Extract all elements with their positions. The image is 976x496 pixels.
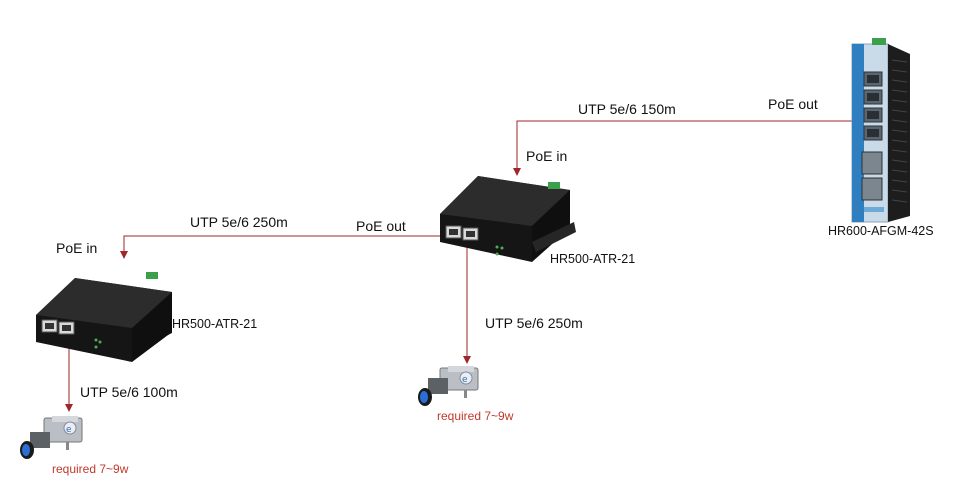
industrial-switch bbox=[851, 38, 910, 223]
camera-middle: e bbox=[418, 366, 479, 406]
switch-poe-out-label: PoE out bbox=[768, 96, 818, 112]
svg-text:e: e bbox=[66, 425, 72, 435]
link-ext1-cam1-label: UTP 5e/6 100m bbox=[80, 384, 178, 400]
link-switch-to-extender2 bbox=[513, 120, 860, 176]
extender-middle-model-label: HR500-ATR-21 bbox=[550, 252, 636, 266]
extender-left-poe-in-label: PoE in bbox=[56, 240, 98, 256]
extender-middle-poe-out-label: PoE out bbox=[356, 218, 406, 234]
link-ext2-ext1-label: UTP 5e/6 250m bbox=[190, 214, 288, 230]
switch-model-label: HR600-AFGM-42S bbox=[828, 224, 934, 238]
link-ext2-cam2-label: UTP 5e/6 250m bbox=[485, 315, 583, 331]
extender-left bbox=[36, 272, 172, 362]
extender-left-model-label: HR500-ATR-21 bbox=[172, 317, 258, 331]
link-switch-ext2-label: UTP 5e/6 150m bbox=[578, 101, 676, 117]
svg-text:e: e bbox=[462, 375, 468, 385]
camera-left: e bbox=[20, 416, 83, 459]
link-extender2-to-extender1 bbox=[120, 235, 440, 259]
extender-middle bbox=[440, 176, 576, 262]
camera-left-requirement: required 7~9w bbox=[52, 462, 129, 476]
camera-middle-requirement: required 7~9w bbox=[437, 409, 514, 423]
extender-middle-poe-in-label: PoE in bbox=[526, 148, 568, 164]
